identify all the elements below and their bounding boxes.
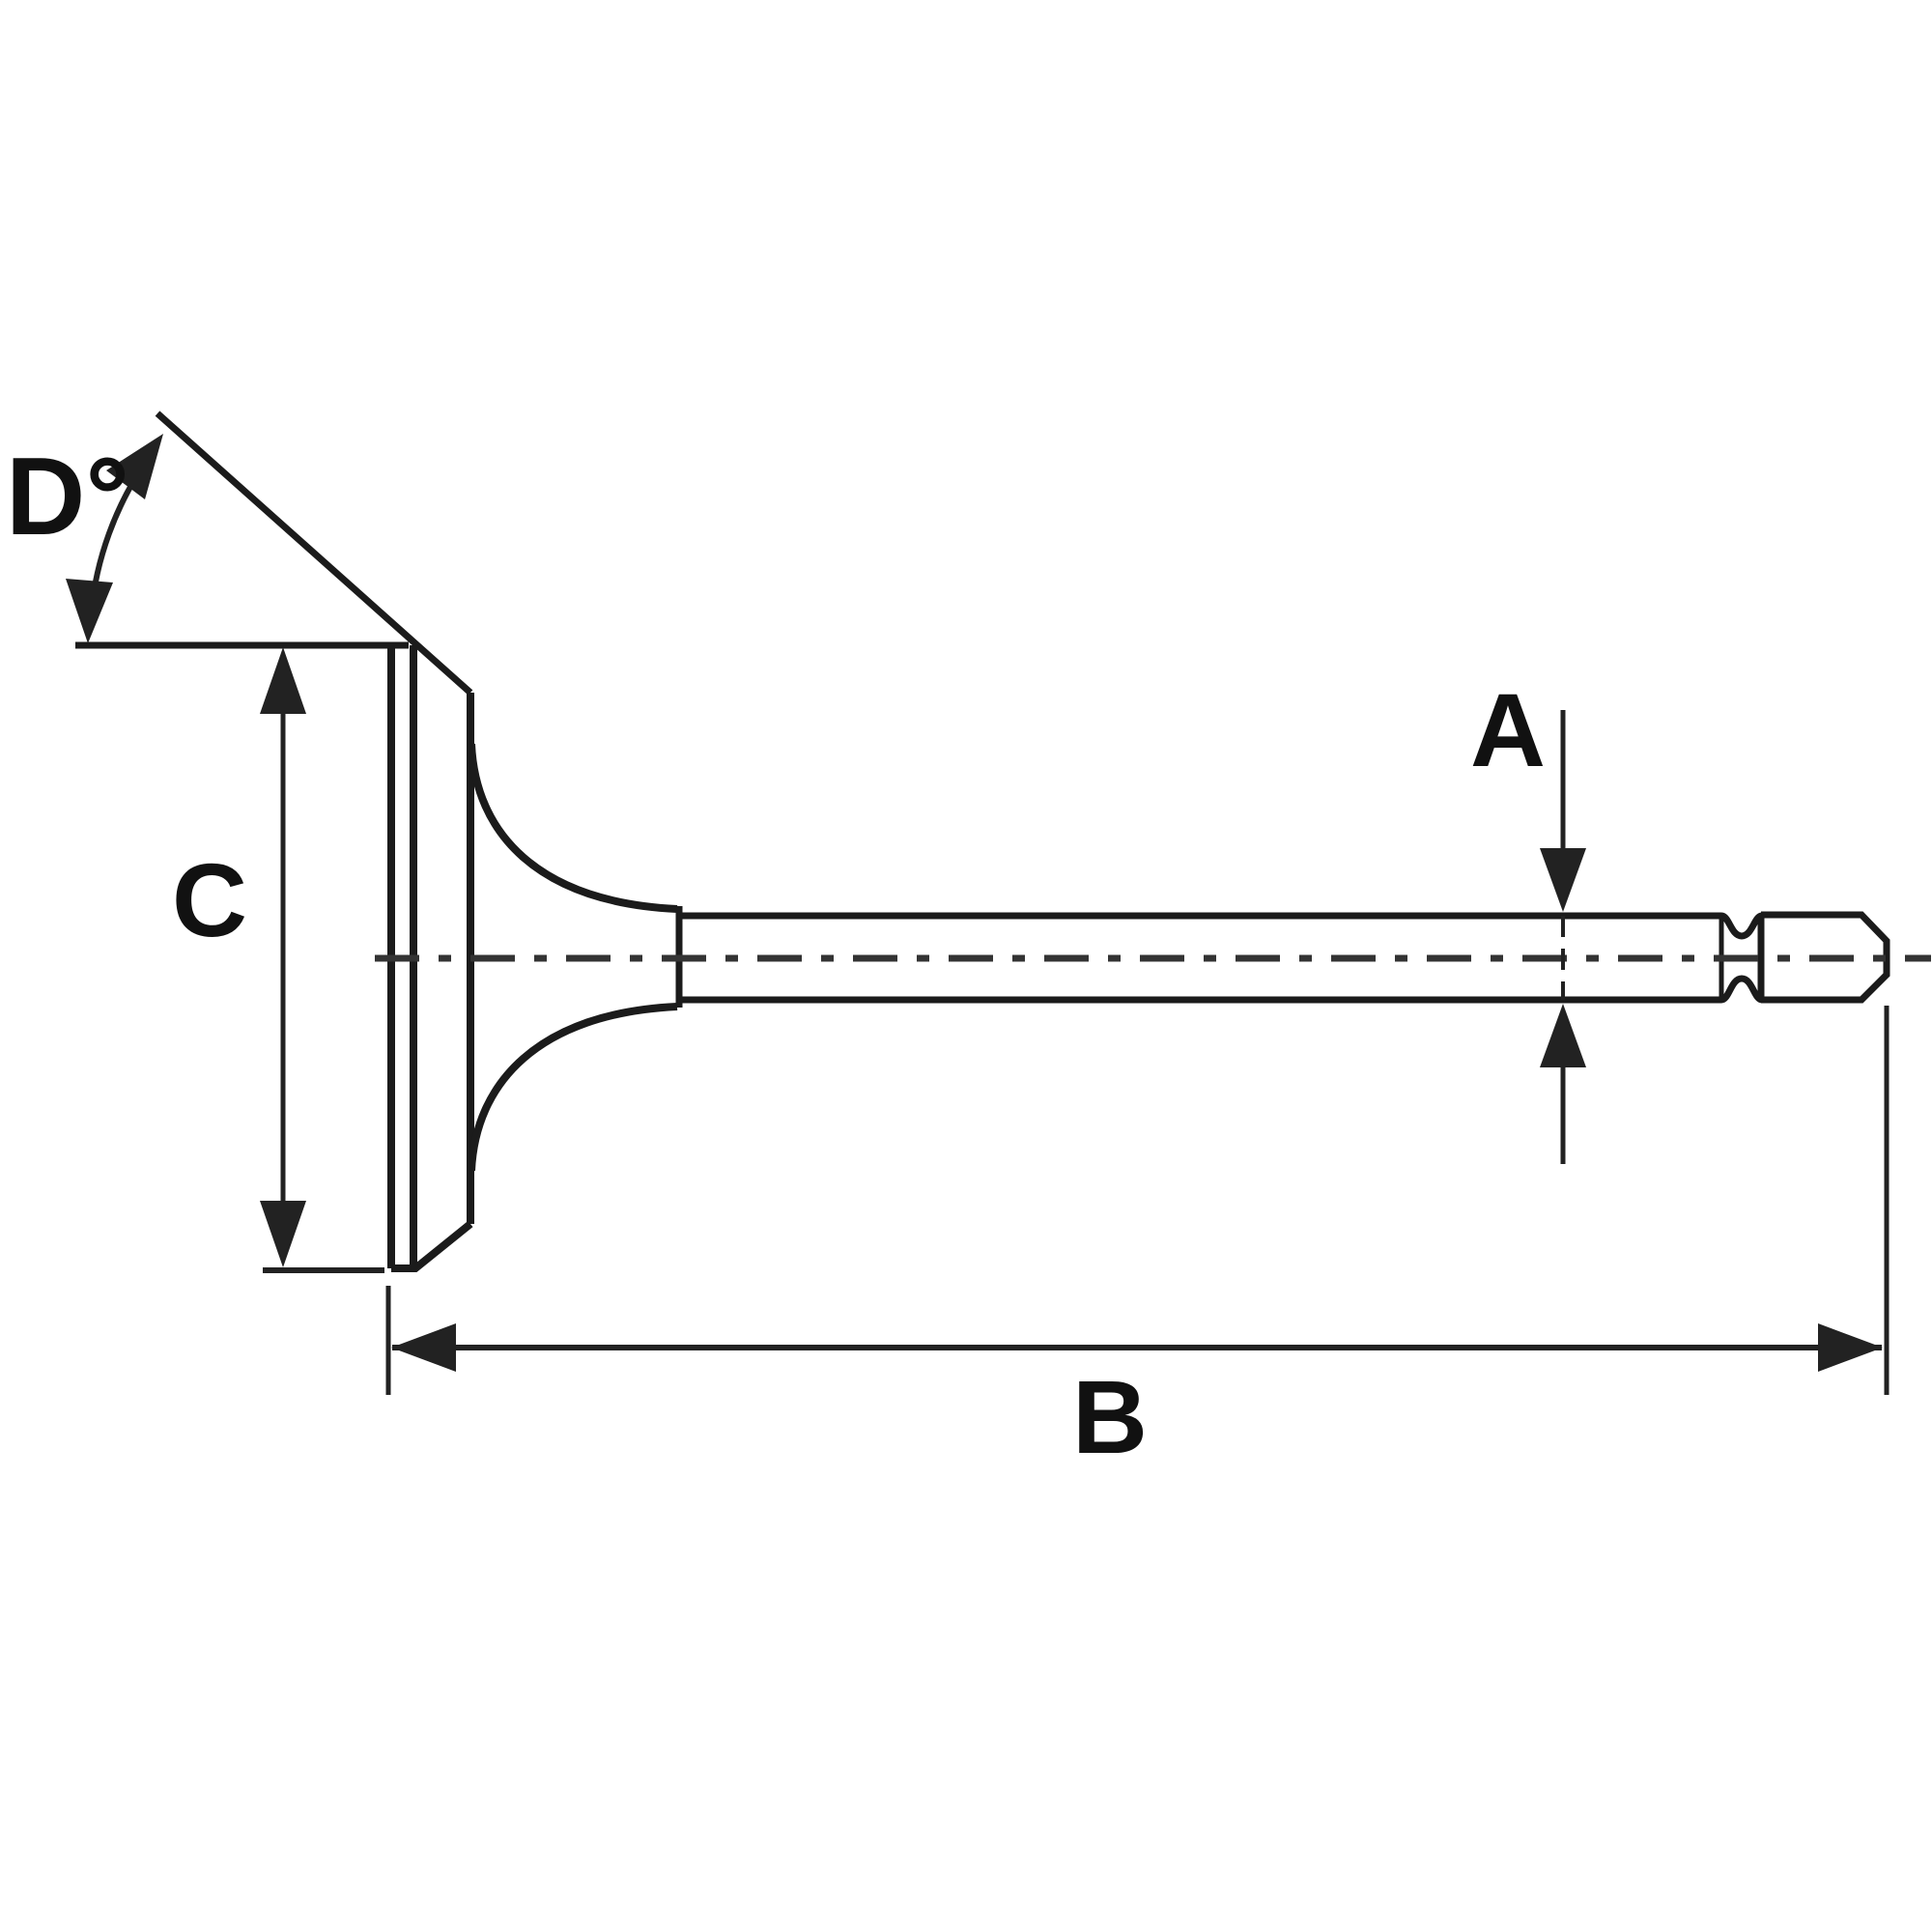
head-bottom-chamfer xyxy=(391,1220,473,1272)
seat-face-extension-line xyxy=(155,411,473,696)
keeper-groove-bottom xyxy=(1719,975,1764,1004)
dim-c-arrow-up xyxy=(260,647,306,714)
valve-outline xyxy=(75,411,1890,1272)
dim-a-label: A xyxy=(1470,671,1546,788)
dim-b-arrow-left xyxy=(391,1323,456,1372)
dim-b-label: B xyxy=(1072,1358,1148,1475)
dim-a-arrow-down xyxy=(1540,848,1586,912)
head-fillet-bottom xyxy=(468,1003,678,1172)
dimension-a xyxy=(1540,710,1586,1164)
dim-d-arrow-bottom xyxy=(66,579,113,643)
dimension-b xyxy=(385,1006,1889,1395)
dim-b-arrow-right xyxy=(1818,1323,1883,1372)
head-fillet-top xyxy=(468,743,678,913)
dim-c-arrow-down xyxy=(260,1201,306,1267)
tip-outline xyxy=(1761,911,1890,1004)
dim-d-arrow-top xyxy=(106,434,163,499)
dim-a-arrow-up xyxy=(1540,1004,1586,1067)
dim-d-label: D° xyxy=(6,436,129,558)
dimension-c xyxy=(260,647,384,1273)
dimension-d xyxy=(66,434,163,643)
dim-c-label: C xyxy=(172,841,247,958)
keeper-groove-top xyxy=(1719,912,1764,940)
